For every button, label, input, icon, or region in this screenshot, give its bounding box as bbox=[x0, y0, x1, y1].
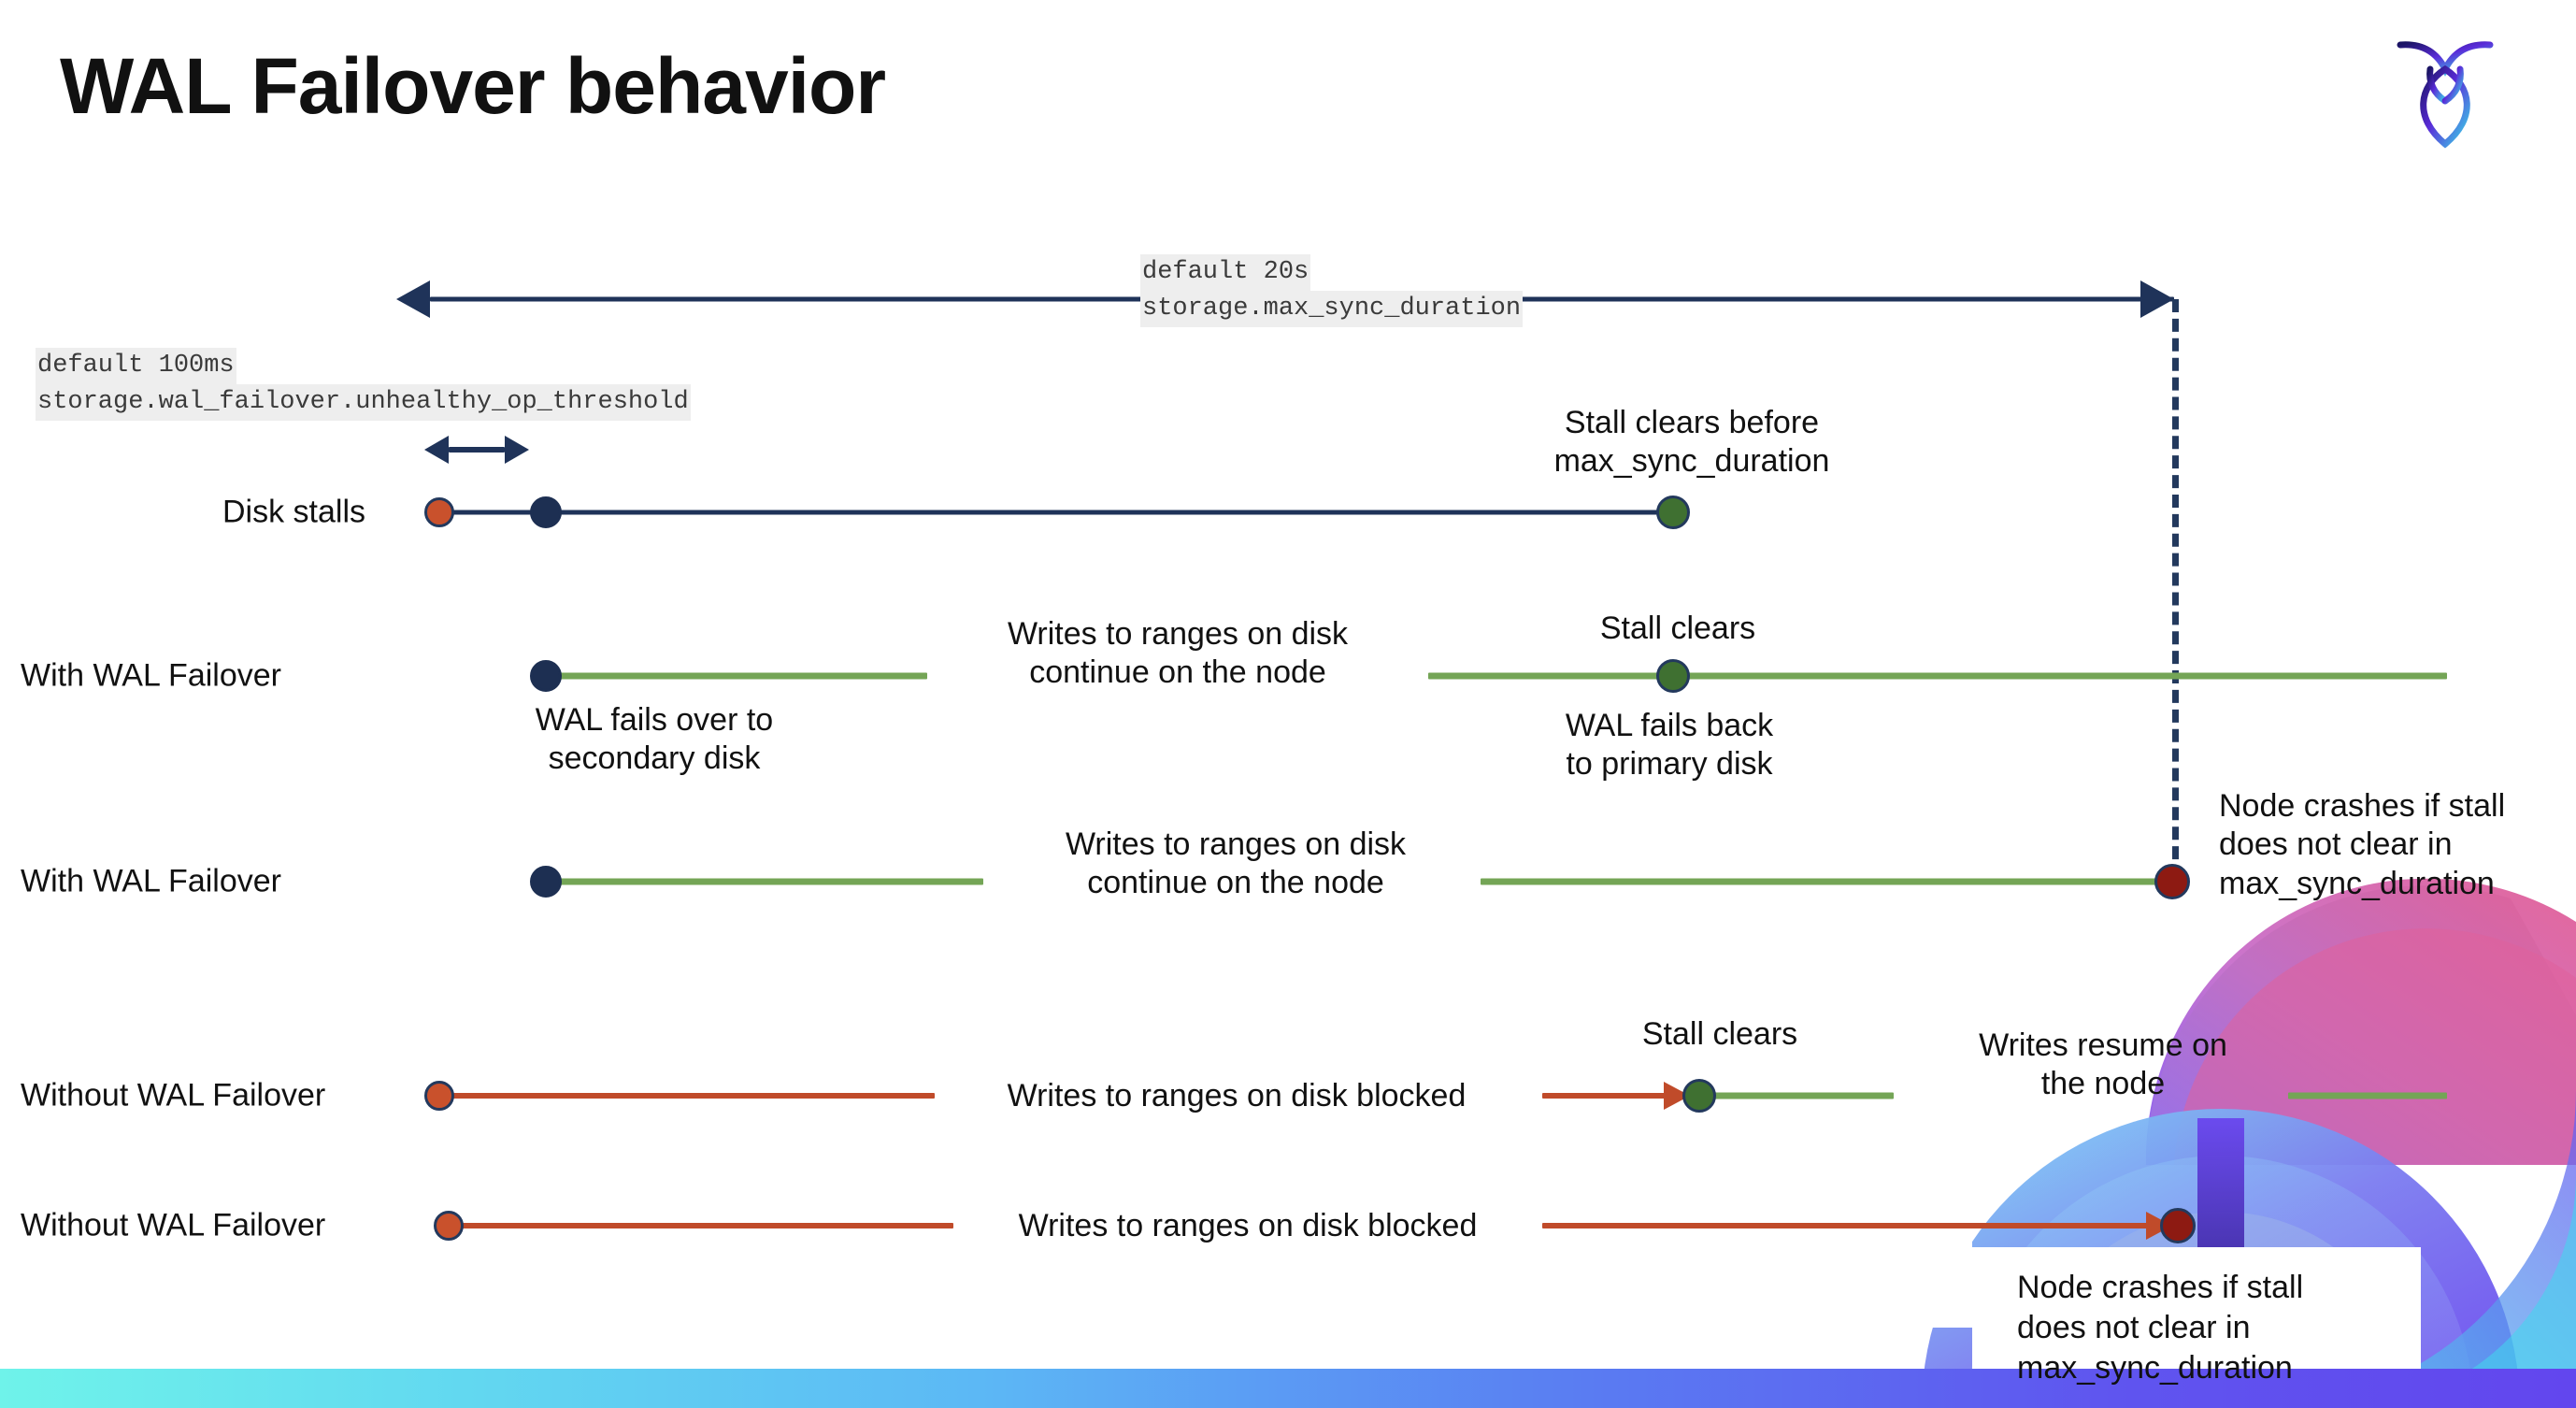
unhealthy-op-threshold-setting: storage.wal_failover.unhealthy_op_thresh… bbox=[36, 384, 691, 422]
with-wal-failover-2-failover-dot bbox=[530, 866, 562, 898]
row-label-disk-stalls: Disk stalls bbox=[222, 494, 366, 530]
note-wal-fails-back-line2: to primary disk bbox=[1566, 746, 1773, 783]
disk-stalls-start-dot bbox=[424, 497, 454, 527]
without-wal-failover-1-arrow-line bbox=[1542, 1093, 1675, 1099]
max-sync-duration-arrow-right bbox=[2140, 280, 2174, 318]
unhealthy-op-threshold-arrow-right bbox=[505, 436, 529, 464]
note-writes-blocked-1-text: Writes to ranges on disk blocked bbox=[1007, 1078, 1467, 1113]
without-wal-failover-1-line-left bbox=[449, 1093, 935, 1099]
note-stall-clears-before-line2: max_sync_duration bbox=[1553, 443, 1830, 480]
max-sync-duration-setting: storage.max_sync_duration bbox=[1140, 291, 1524, 328]
note-writes-continue-2: Writes to ranges on disk continue on the… bbox=[1002, 826, 1469, 903]
note-stall-clears-2: Stall clears bbox=[1552, 1015, 1888, 1054]
note-node-crashes-2: Node crashes if stall does not clear in … bbox=[2017, 1268, 2410, 1389]
row-label-without-wal-failover-1: Without WAL Failover bbox=[21, 1077, 326, 1113]
max-sync-duration-default: default 20s bbox=[1140, 254, 1311, 292]
note-stall-clears-1-text: Stall clears bbox=[1599, 611, 1756, 646]
without-wal-failover-1-line-far-right bbox=[2288, 1092, 2447, 1099]
without-wal-failover-2-line-left bbox=[458, 1223, 953, 1228]
note-writes-continue-1-line2: continue on the node bbox=[1029, 654, 1326, 691]
unhealthy-op-threshold-callout: default 100ms storage.wal_failover.unhea… bbox=[36, 348, 691, 422]
note-writes-blocked-2-text: Writes to ranges on disk blocked bbox=[1018, 1208, 1478, 1243]
page-title: WAL Failover behavior bbox=[60, 42, 886, 130]
note-node-crashes-1-line2: does not clear in bbox=[2219, 826, 2453, 863]
note-writes-blocked-1: Writes to ranges on disk blocked bbox=[946, 1077, 1527, 1115]
note-wal-fails-back-line1: WAL fails back bbox=[1565, 708, 1774, 743]
note-stall-clears-1: Stall clears bbox=[1505, 610, 1851, 648]
row-label-without-wal-failover-2: Without WAL Failover bbox=[21, 1207, 326, 1243]
without-wal-failover-1-start-dot bbox=[424, 1081, 454, 1111]
note-stall-clears-before: Stall clears before max_sync_duration bbox=[1496, 404, 1888, 481]
with-wal-failover-2-line-right bbox=[1481, 878, 2172, 885]
unhealthy-op-threshold-arrow-left bbox=[424, 436, 449, 464]
without-wal-failover-2-start-dot bbox=[434, 1211, 464, 1241]
note-writes-continue-1: Writes to ranges on disk continue on the… bbox=[944, 615, 1411, 693]
note-writes-resume-line1: Writes resume on bbox=[1979, 1027, 2227, 1063]
without-wal-failover-2-crash-dot bbox=[2160, 1208, 2196, 1243]
note-writes-continue-2-line2: continue on the node bbox=[1087, 865, 1384, 901]
with-wal-failover-2-crash-dot bbox=[2154, 864, 2190, 899]
with-wal-failover-2-line-left bbox=[553, 878, 983, 885]
note-writes-continue-2-line1: Writes to ranges on disk bbox=[1065, 826, 1407, 862]
without-wal-failover-1-clear-dot bbox=[1682, 1079, 1716, 1113]
note-stall-clears-2-text: Stall clears bbox=[1641, 1016, 1798, 1052]
note-stall-clears-before-line1: Stall clears before bbox=[1564, 405, 1820, 440]
note-wal-fails-back: WAL fails back to primary disk bbox=[1492, 707, 1847, 784]
note-node-crashes-2-line3: max_sync_duration bbox=[2017, 1350, 2293, 1386]
row-label-with-wal-failover-2: With WAL Failover bbox=[21, 863, 281, 899]
note-node-crashes-1-line1: Node crashes if stall bbox=[2219, 788, 2506, 824]
disk-stalls-line bbox=[437, 510, 1681, 515]
bottom-gradient-bar bbox=[0, 1369, 2576, 1408]
cockroachdb-logo-icon bbox=[2393, 28, 2497, 150]
note-writes-resume-line2: the node bbox=[2040, 1066, 2166, 1102]
note-writes-blocked-2: Writes to ranges on disk blocked bbox=[957, 1207, 1538, 1245]
without-wal-failover-1-line-right bbox=[1707, 1092, 1894, 1099]
max-sync-duration-dashed-connector bbox=[2172, 299, 2179, 879]
max-sync-duration-arrow-left bbox=[396, 280, 430, 318]
unhealthy-op-threshold-default: default 100ms bbox=[36, 348, 236, 385]
disk-stalls-clear-dot bbox=[1656, 496, 1690, 529]
with-wal-failover-1-line-left bbox=[553, 672, 927, 680]
unhealthy-op-threshold-span-line bbox=[449, 447, 505, 453]
max-sync-duration-callout: default 20s storage.max_sync_duration bbox=[1140, 254, 1524, 328]
with-wal-failover-1-failover-dot bbox=[530, 660, 562, 692]
note-node-crashes-1-line3: max_sync_duration bbox=[2219, 865, 2495, 901]
note-wal-fails-over: WAL fails over to secondary disk bbox=[439, 701, 869, 779]
row-label-with-wal-failover-1: With WAL Failover bbox=[21, 657, 281, 694]
note-writes-resume: Writes resume on the node bbox=[1925, 1027, 2281, 1104]
without-wal-failover-2-line-right bbox=[1542, 1223, 2170, 1228]
with-wal-failover-1-line-right bbox=[1428, 672, 2447, 680]
note-node-crashes-1: Node crashes if stall does not clear in … bbox=[2219, 787, 2576, 903]
note-wal-fails-over-line1: WAL fails over to bbox=[535, 702, 774, 738]
note-node-crashes-2-line1: Node crashes if stall bbox=[2017, 1270, 2304, 1305]
with-wal-failover-1-clear-dot bbox=[1656, 659, 1690, 693]
artwork-mask-left bbox=[0, 1197, 1972, 1328]
disk-stalls-failover-dot bbox=[530, 496, 562, 528]
note-node-crashes-2-line2: does not clear in bbox=[2017, 1310, 2251, 1346]
note-writes-continue-1-line1: Writes to ranges on disk bbox=[1007, 616, 1349, 652]
note-wal-fails-over-line2: secondary disk bbox=[548, 740, 761, 777]
